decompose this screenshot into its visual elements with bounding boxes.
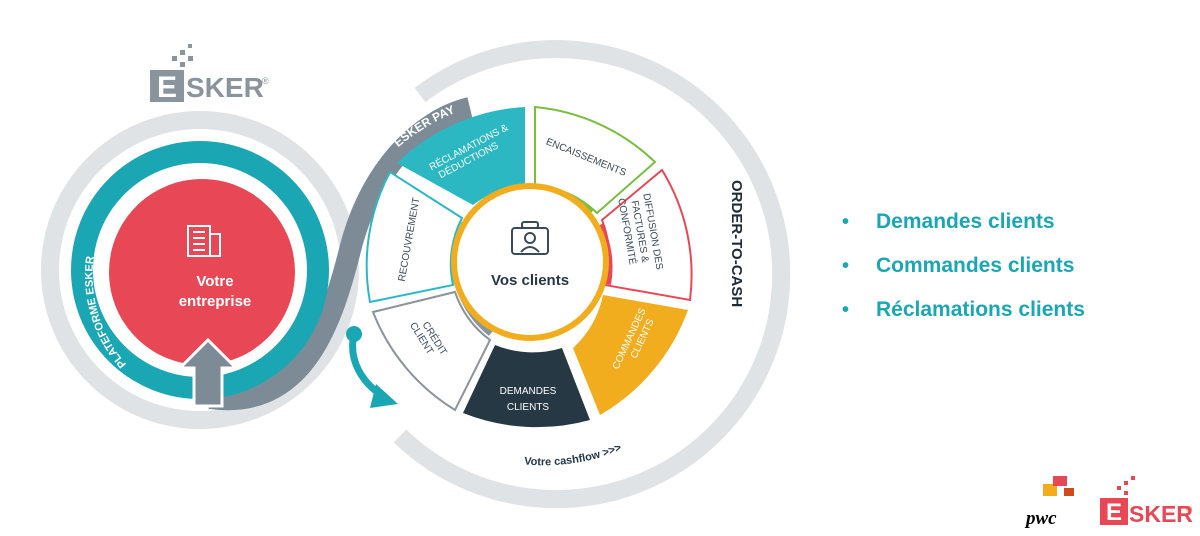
segment-recouvrement xyxy=(365,170,464,304)
logo-pixel xyxy=(1124,481,1128,485)
order-to-cash-label: ORDER-TO-CASH xyxy=(728,180,745,307)
infinity-connector xyxy=(208,97,473,411)
logo-pixel xyxy=(1117,486,1121,490)
logo-pixel xyxy=(1124,491,1128,495)
cashflow-arrow-head-icon xyxy=(370,384,398,408)
segment-commandes xyxy=(573,295,688,415)
logo-registered: ® xyxy=(262,76,269,86)
votre-entreprise-circle xyxy=(109,179,295,365)
logo-pixel xyxy=(188,44,192,48)
pwc-logo: pwc xyxy=(1024,476,1074,529)
segment-demandes xyxy=(463,345,590,428)
up-arrow-icon xyxy=(176,337,240,408)
logo-e-block xyxy=(1100,498,1128,525)
logo-pixel xyxy=(188,56,193,61)
esker-logo-header: E SKER ® xyxy=(150,44,269,104)
bullet-dot-icon: • xyxy=(842,255,850,277)
cashflow-arrow xyxy=(349,333,388,402)
cashflow-label: Votre cashflow >>> xyxy=(524,442,623,469)
segment-credit xyxy=(371,290,492,412)
logo-pixel xyxy=(180,62,185,67)
segment-reclamations xyxy=(397,107,525,205)
bullet-text: Demandes clients xyxy=(876,210,1055,233)
pwc-block xyxy=(1064,488,1074,496)
logo-pixel xyxy=(172,56,177,61)
list-item: • Réclamations clients xyxy=(842,296,1085,340)
logo-e-letter: E xyxy=(1106,499,1122,526)
logo-e-letter: E xyxy=(157,71,177,104)
bullet-text: Commandes clients xyxy=(876,254,1075,277)
list-item: • Demandes clients xyxy=(842,208,1085,252)
bullet-dot-icon: • xyxy=(842,211,850,233)
logo-e-block xyxy=(150,70,184,102)
pwc-text: pwc xyxy=(1024,508,1057,529)
segment-demandes-line2: CLIENTS xyxy=(507,402,550,413)
center-label: Vos clients xyxy=(491,272,569,289)
list-item: • Commandes clients xyxy=(842,252,1085,296)
benefits-list: • Demandes clients • Commandes clients • Ré… xyxy=(842,208,1085,340)
order-outer-ring xyxy=(393,40,791,509)
cashflow-arrow-start xyxy=(346,326,362,342)
bullet-dot-icon: • xyxy=(842,299,850,321)
logo-text: SKER xyxy=(186,72,264,103)
logo-pixel xyxy=(1131,476,1135,480)
bullet-text: Réclamations clients xyxy=(876,298,1085,321)
logo-text: SKER xyxy=(1129,501,1193,527)
platform-title-line1: Votre xyxy=(196,273,233,290)
segment-demandes-line1: DEMANDES xyxy=(500,386,557,397)
platform-title-line2: entreprise xyxy=(179,293,252,310)
logo-registered: ® xyxy=(1186,505,1192,514)
pwc-block xyxy=(1043,484,1057,496)
logo-pixel xyxy=(180,50,185,55)
vos-clients-circle xyxy=(451,183,609,341)
pwc-block xyxy=(1053,476,1067,486)
client-case-icon xyxy=(511,221,549,255)
esker-logo-footer: E SKER ® xyxy=(1100,476,1193,527)
building-icon xyxy=(187,225,221,257)
